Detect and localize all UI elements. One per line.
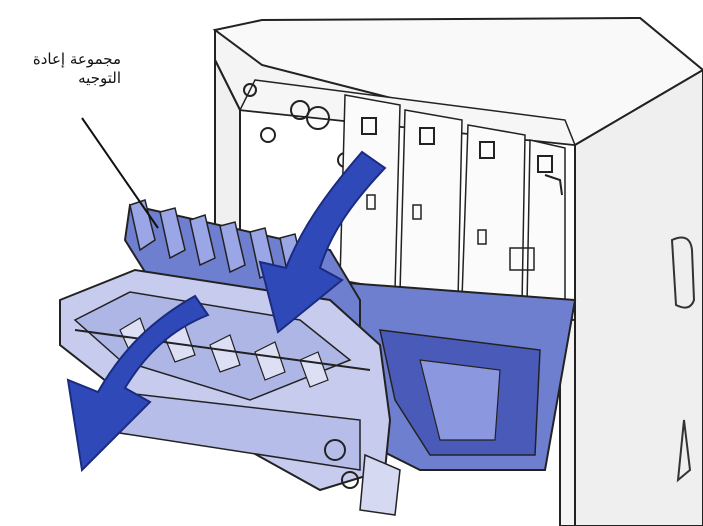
callout-leader-line [81, 117, 159, 229]
curved-down-arrow-icon [258, 150, 387, 334]
callout-label: مجموعة إعادة التوجيه [33, 50, 121, 88]
printer-housing [212, 16, 703, 526]
curved-down-arrow-icon [66, 294, 210, 473]
callout-label-line2: التوجيه [78, 69, 121, 87]
callout-label-line1: مجموعة إعادة [32, 50, 121, 68]
